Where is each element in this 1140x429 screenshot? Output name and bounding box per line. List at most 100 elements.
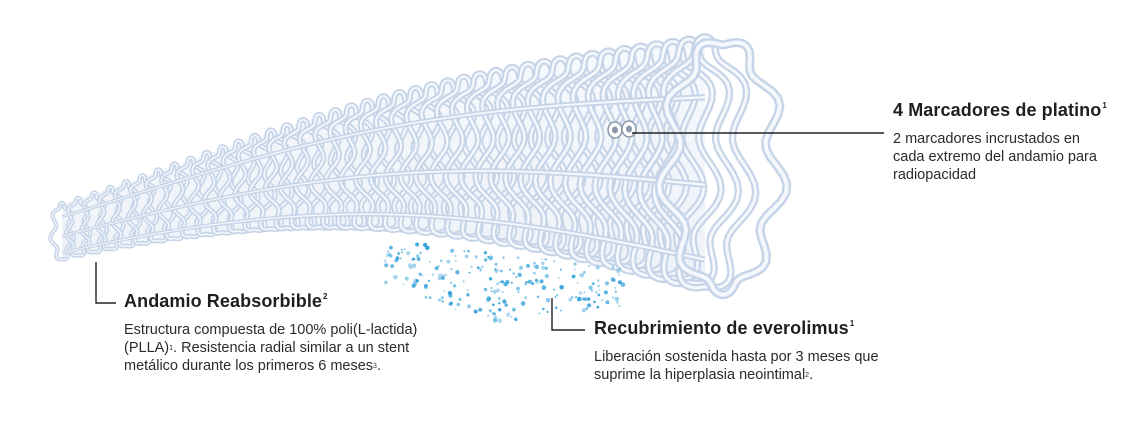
strut-connector bbox=[415, 214, 432, 218]
strut-connector bbox=[511, 223, 529, 228]
drug-particle bbox=[407, 263, 412, 268]
strut-connector bbox=[270, 185, 288, 190]
strut-connector bbox=[94, 201, 111, 208]
strut-connector bbox=[270, 149, 288, 155]
strut-ring bbox=[65, 197, 91, 257]
drug-particle bbox=[384, 280, 388, 285]
drug-particle bbox=[486, 296, 492, 302]
drug-particle bbox=[437, 276, 442, 281]
drug-particle bbox=[516, 286, 520, 291]
drug-particle bbox=[488, 309, 492, 313]
drug-particle bbox=[531, 282, 535, 286]
strut-connector bbox=[319, 213, 336, 216]
reference-number: 2 bbox=[805, 372, 810, 379]
strut-connector bbox=[608, 175, 625, 179]
drug-particle bbox=[614, 290, 618, 293]
drug-particle bbox=[458, 297, 462, 301]
drug-particle bbox=[509, 268, 512, 271]
drug-particle bbox=[395, 256, 399, 260]
drug-particle bbox=[393, 274, 398, 280]
drug-particle bbox=[597, 293, 601, 297]
drug-particle bbox=[466, 289, 469, 291]
drug-particle bbox=[586, 297, 591, 301]
callout-title: Recubrimiento de everolimus1 bbox=[594, 318, 855, 338]
drug-particle bbox=[416, 257, 421, 262]
drug-particle bbox=[455, 270, 460, 275]
drug-particle bbox=[452, 284, 457, 288]
drug-particle bbox=[415, 279, 419, 283]
drug-particle bbox=[389, 245, 393, 250]
drug-particle bbox=[596, 305, 600, 309]
strut-connector bbox=[383, 124, 400, 130]
strut-connector bbox=[495, 221, 513, 226]
reference-number: 1 bbox=[1102, 101, 1107, 110]
drug-particle bbox=[505, 280, 510, 285]
strut-connector bbox=[142, 211, 159, 217]
strut-connector bbox=[640, 98, 657, 102]
drug-particle bbox=[573, 268, 576, 271]
front-ring bbox=[657, 40, 789, 297]
drug-particle bbox=[541, 265, 545, 270]
drug-particle bbox=[541, 261, 545, 265]
strut-connector bbox=[672, 96, 689, 100]
strut-connector bbox=[463, 217, 481, 222]
drug-particle bbox=[559, 284, 564, 290]
strut-ring bbox=[637, 37, 740, 286]
drug-particle bbox=[546, 310, 549, 313]
drug-particle bbox=[512, 272, 516, 275]
drug-particle bbox=[593, 300, 596, 304]
strut-connector bbox=[77, 245, 95, 250]
drug-particle bbox=[496, 282, 499, 286]
drug-particle bbox=[424, 295, 428, 299]
drug-particle bbox=[568, 297, 573, 302]
drug-particle bbox=[490, 290, 493, 292]
drug-particle bbox=[384, 263, 389, 268]
drug-particle bbox=[450, 248, 455, 253]
strut-connector bbox=[479, 110, 497, 115]
strut-connector bbox=[576, 102, 593, 106]
drug-particle bbox=[595, 265, 600, 270]
drug-particle bbox=[468, 271, 471, 274]
strut-connector bbox=[512, 107, 529, 111]
drug-particle bbox=[454, 308, 457, 310]
strut-connector bbox=[142, 186, 159, 193]
drug-particle bbox=[619, 267, 621, 270]
drug-particle bbox=[492, 289, 497, 294]
drug-particle bbox=[483, 287, 488, 292]
drug-particle bbox=[400, 248, 403, 251]
drug-particle bbox=[412, 257, 416, 261]
strut-connector bbox=[576, 232, 593, 238]
drug-particle bbox=[423, 242, 428, 248]
drug-particle bbox=[559, 268, 562, 271]
strut-connector bbox=[640, 245, 658, 251]
strut-connector bbox=[126, 215, 143, 221]
drug-particle bbox=[544, 266, 548, 270]
strut-connector bbox=[190, 225, 207, 229]
drug-particle bbox=[514, 317, 518, 322]
drug-particle bbox=[411, 283, 416, 288]
drug-particle bbox=[614, 287, 617, 289]
drug-particle bbox=[527, 279, 532, 284]
drug-particle bbox=[478, 307, 483, 312]
strut-connector bbox=[624, 99, 641, 103]
strut-connector bbox=[608, 238, 625, 244]
drug-particle bbox=[419, 251, 422, 255]
drug-particle bbox=[441, 300, 444, 303]
drug-particle bbox=[449, 301, 453, 306]
drug-particle bbox=[483, 258, 488, 262]
drug-particle bbox=[467, 304, 471, 309]
drug-particle bbox=[490, 287, 493, 289]
drug-particle bbox=[588, 265, 590, 267]
drug-particle bbox=[598, 289, 601, 292]
drug-particle bbox=[597, 279, 600, 282]
drug-particle bbox=[617, 280, 622, 285]
drug-particle bbox=[498, 281, 501, 283]
drug-particle bbox=[545, 297, 551, 303]
drug-particle bbox=[614, 296, 620, 302]
strut-connector bbox=[431, 116, 448, 121]
strut-connector bbox=[688, 255, 706, 261]
drug-particle bbox=[492, 318, 498, 323]
strut-connector bbox=[222, 162, 240, 169]
strut-connector bbox=[286, 145, 304, 151]
